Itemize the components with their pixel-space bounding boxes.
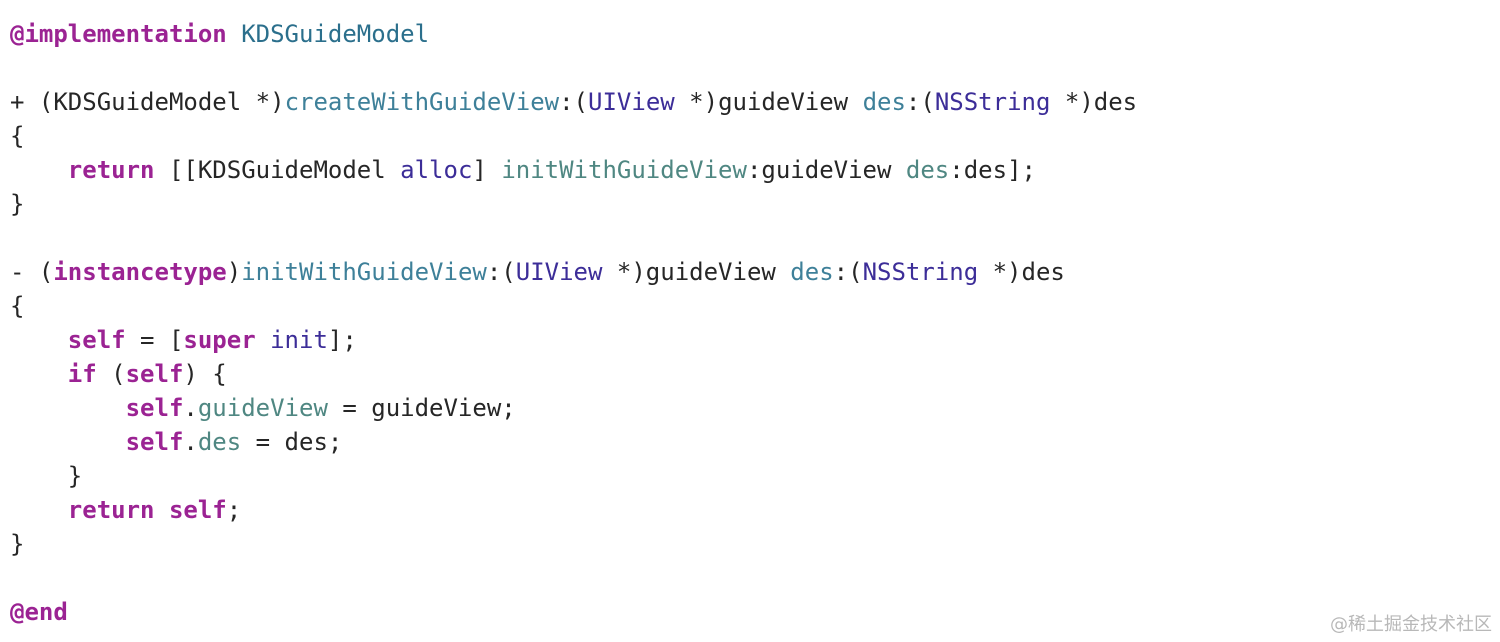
code-token: ;	[226, 496, 242, 524]
code-token: ]	[472, 156, 502, 184]
code-line: - (instancetype)initWithGuideView:(UIVie…	[10, 255, 1490, 289]
code-token-keyword: instancetype	[53, 258, 227, 286]
code-token: :guideView	[746, 156, 906, 184]
code-line: }	[10, 527, 1490, 561]
code-token-property: guideView	[197, 394, 328, 422]
code-token: KDSGuideModel	[197, 156, 386, 184]
code-line: self = [super init];	[10, 323, 1490, 357]
code-line: return [[KDSGuideModel alloc] initWithGu…	[10, 153, 1490, 187]
code-token-type: NSString	[862, 258, 979, 286]
code-token-type: UIView	[588, 88, 675, 116]
code-line: + (KDSGuideModel *)createWithGuideView:(…	[10, 85, 1490, 119]
code-token-keyword: return	[67, 496, 155, 524]
code-token: ) {	[183, 360, 227, 388]
code-token: (	[96, 360, 126, 388]
code-token	[256, 326, 270, 354]
code-token: *)guideView	[674, 88, 863, 116]
code-token: KDSGuideModel	[53, 88, 242, 116]
code-token	[10, 360, 68, 388]
code-token-class: KDSGuideModel	[241, 20, 430, 48]
code-line: {	[10, 119, 1490, 153]
code-token: *)	[241, 88, 285, 116]
code-line: @end	[10, 595, 1490, 629]
code-token-keyword: self	[125, 360, 184, 388]
code-token: :(	[905, 88, 935, 116]
code-token-method: createWithGuideView	[284, 88, 560, 116]
code-token: :(	[833, 258, 863, 286]
code-token	[10, 496, 68, 524]
code-token	[155, 496, 169, 524]
code-token: ];	[327, 326, 357, 354]
code-line: self.guideView = guideView;	[10, 391, 1490, 425]
code-token: {	[10, 292, 25, 320]
code-token-property: initWithGuideView	[501, 156, 747, 184]
code-token: .	[183, 428, 198, 456]
code-token-method: initWithGuideView	[241, 258, 487, 286]
code-token-keyword: self	[125, 394, 184, 422]
code-token	[10, 156, 68, 184]
code-token: :des];	[949, 156, 1036, 184]
code-token: {	[10, 122, 25, 150]
code-token	[10, 428, 126, 456]
code-token-type: NSString	[934, 88, 1051, 116]
code-token	[386, 156, 400, 184]
code-token-method: des	[790, 258, 834, 286]
code-token: = guideView;	[327, 394, 516, 422]
code-line	[10, 221, 1490, 255]
code-token-type: UIView	[515, 258, 603, 286]
code-token: }	[10, 462, 83, 490]
code-line	[10, 51, 1490, 85]
code-token-keyword: super	[183, 326, 256, 354]
code-token-keyword: if	[67, 360, 97, 388]
code-line: if (self) {	[10, 357, 1490, 391]
code-line: @implementation KDSGuideModel	[10, 17, 1490, 51]
code-token-type: init	[270, 326, 328, 354]
code-token: :(	[486, 258, 516, 286]
code-line: {	[10, 289, 1490, 323]
code-token: *)des	[1050, 88, 1138, 116]
code-token: [[	[154, 156, 198, 184]
code-line	[10, 561, 1490, 595]
code-token: *)des	[978, 258, 1065, 286]
code-token: }	[10, 530, 25, 558]
code-token: :(	[559, 88, 589, 116]
code-token: = [	[125, 326, 184, 354]
code-token-keyword: @implementation	[10, 20, 227, 48]
code-token: - (	[10, 258, 54, 286]
watermark-text: @稀土掘金技术社区	[1330, 614, 1492, 635]
code-token-keyword: self	[125, 428, 184, 456]
code-token	[10, 326, 68, 354]
code-token-keyword: return	[67, 156, 155, 184]
code-line: self.des = des;	[10, 425, 1490, 459]
code-editor: @implementation KDSGuideModel + (KDSGuid…	[10, 17, 1490, 637]
code-token: = des;	[241, 428, 343, 456]
code-lines: @implementation KDSGuideModel + (KDSGuid…	[10, 17, 1490, 629]
code-token: )	[226, 258, 242, 286]
code-token-keyword: self	[168, 496, 227, 524]
code-token-property: des	[905, 156, 950, 184]
code-token-method: des	[862, 88, 906, 116]
code-token	[10, 394, 126, 422]
code-token-keyword: @end	[10, 598, 68, 626]
code-token: + (	[10, 88, 54, 116]
code-token-keyword: self	[67, 326, 126, 354]
code-token-type: alloc	[400, 156, 473, 184]
code-token: *)guideView	[602, 258, 791, 286]
code-token: .	[183, 394, 198, 422]
code-token: }	[10, 190, 25, 218]
code-line: }	[10, 187, 1490, 221]
code-line: return self;	[10, 493, 1490, 527]
code-line: }	[10, 459, 1490, 493]
code-token-property: des	[197, 428, 242, 456]
code-token	[227, 20, 241, 48]
